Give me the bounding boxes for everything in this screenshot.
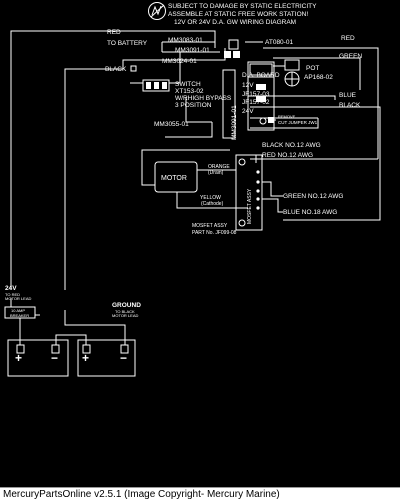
voltage-12v-label: 12V	[242, 82, 254, 89]
mosfet-part-label: PART No. JF099-08	[192, 230, 237, 236]
switch-label-1: SWITCH	[175, 81, 201, 88]
to-battery-label: TO BATTERY	[107, 40, 148, 47]
switch-label-4: 3 POSITION	[175, 102, 212, 109]
battery-2-minus: −	[120, 351, 127, 365]
to-black-motor-label-1: TO BLACK	[115, 309, 135, 314]
green-wire-label-right: GREEN	[339, 53, 362, 60]
mosfet-vertical-label: MOSFET ASSY	[247, 188, 253, 224]
mosfet-assy-label: MOSFET ASSY	[192, 223, 228, 229]
wiring-diagram: SUBJECT TO DAMAGE BY STATIC ELECTRICITY …	[4, 2, 381, 377]
switch-component	[142, 79, 170, 92]
potentiometer-icon	[273, 59, 300, 87]
warning-text-line2: ASSEMBLE AT STATIC FREE WORK STATION!	[168, 11, 308, 18]
voltage-24v-label: 24V	[242, 108, 254, 115]
diagram-title: 12V OR 24V D.A. GW WIRING DIAGRAM	[174, 19, 296, 26]
jumper-label-2: CUT JUMPER JW1	[278, 120, 318, 125]
part-jf157-03-label: JF157-03	[242, 91, 270, 98]
orange-drain-label: (Drain)	[208, 170, 224, 176]
to-black-motor-label-2: MOTOR LEAD	[112, 313, 138, 318]
battery-2-plus: +	[82, 351, 89, 365]
switch-label-2: XT153-02	[175, 88, 204, 95]
part-jf157-02-label: JF157-02	[242, 99, 270, 106]
red-12awg-label: RED NO.12 AWG	[262, 152, 313, 159]
mosfet-assembly	[235, 154, 263, 231]
battery-1-minus: −	[51, 351, 58, 365]
blue-wire-label-right: BLUE	[339, 92, 357, 99]
breaker-label-1: 10 AMP	[11, 308, 25, 313]
part-ap168-label: AP168-02	[304, 74, 333, 81]
yellow-cathode-label: (Cathode)	[201, 201, 224, 207]
part-mm3055-label: MM3055-01	[154, 121, 189, 128]
to-red-motor-label-1: TO RED	[5, 292, 20, 297]
green-12awg-label: GREEN NO.12 AWG	[283, 193, 343, 200]
part-mm3024-label: MM3024-01	[162, 58, 197, 65]
da-board	[247, 61, 275, 131]
switch-label-3: W/RHIGH BYPASS	[175, 95, 232, 102]
fuse-connector	[224, 39, 240, 58]
da-board-label: D.A. BOARD	[242, 72, 280, 79]
part-at080-label: AT080-01	[265, 39, 293, 46]
battery-24v-label: 24V	[5, 285, 17, 292]
battery-1-plus: +	[15, 351, 22, 365]
jumper-label-1: REMOVE	[278, 114, 296, 119]
to-red-motor-label-2: MOTOR LEAD	[5, 296, 31, 301]
black-12awg-label: BLACK NO.12 AWG	[262, 142, 321, 149]
yellow-wire-label: YELLOW	[200, 195, 221, 201]
orange-wire-label: ORANGE	[208, 164, 230, 170]
red-wire-label-top: RED	[107, 29, 121, 36]
circuit-breaker	[4, 306, 36, 319]
warning-text-line1: SUBJECT TO DAMAGE BY STATIC ELECTRICITY	[168, 3, 317, 10]
red-wire-label-right: RED	[341, 35, 355, 42]
blue-18awg-label: BLUE NO.18 AWG	[283, 209, 337, 216]
part-mm3083-label: MM3083-01	[168, 37, 203, 44]
part-mm3091-label-a: MM3091-01	[175, 47, 210, 54]
ground-label: GROUND	[112, 302, 141, 309]
battery-1	[7, 339, 69, 377]
static-warning-symbol	[148, 2, 166, 20]
motor	[154, 161, 198, 193]
pot-label: POT	[306, 65, 319, 72]
copyright-footer: MercuryPartsOnline v2.5.1 (Image Copyrig…	[0, 487, 400, 502]
motor-label: MOTOR	[161, 175, 187, 182]
black-wire-label-right: BLACK	[339, 102, 361, 109]
jumper-callout	[268, 117, 276, 123]
battery-2	[77, 339, 136, 377]
breaker-label-2: BREAKER	[10, 313, 29, 318]
black-wire-label-left: BLACK	[105, 66, 127, 73]
black-wire-connector	[130, 65, 137, 72]
